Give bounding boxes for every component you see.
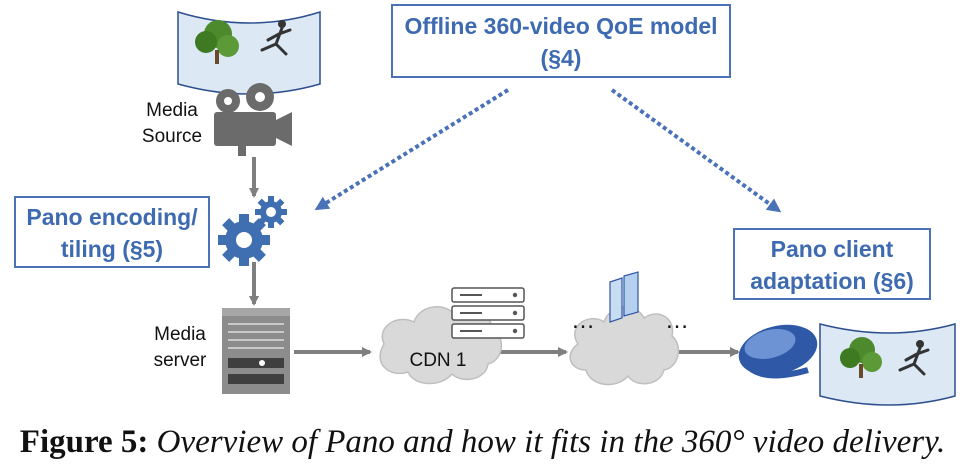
caption-figure-number: Figure 5: (19, 424, 149, 460)
arrow-qoe-to-encoding (314, 88, 510, 211)
network-cloud-icon (569, 306, 680, 386)
caption-text: Overview of Pano and how it fits in the … (156, 424, 946, 460)
qoe-model-box: Offline 360-video QoE model (§4) (391, 4, 731, 78)
rack-servers-icon (451, 287, 525, 339)
vr-headset-icon (738, 324, 818, 379)
media-server-label: Media server (140, 322, 220, 374)
client-line1: Pano client (770, 236, 894, 262)
encoding-line1: Pano encoding/ (26, 204, 198, 230)
figure-caption: Figure 5: Overview of Pano and how it fi… (0, 424, 965, 461)
encoding-box: Pano encoding/ tiling (§5) (14, 196, 210, 268)
media-source-label: Media Source (132, 98, 212, 150)
qoe-model-line2: (§4) (540, 45, 582, 71)
client-adaptation-box: Pano client adaptation (§6) (733, 228, 931, 300)
encoding-line2: tiling (§5) (60, 236, 164, 262)
arrow-qoe-to-client (610, 88, 782, 213)
video-tiles-icon (609, 271, 639, 323)
cdn-label: CDN 1 (409, 350, 467, 371)
panorama-right-icon (819, 323, 956, 406)
gears-icon (218, 196, 287, 266)
panorama-top-icon (177, 10, 321, 95)
server-tower-icon (222, 308, 290, 394)
media-server-line2: server (153, 350, 207, 371)
media-server-line1: Media (154, 324, 206, 345)
client-line2: adaptation (§6) (750, 268, 914, 294)
media-source-line1: Media (146, 100, 198, 121)
media-source-line2: Source (141, 126, 203, 147)
qoe-model-line1: Offline 360-video QoE model (404, 13, 718, 39)
film-camera-icon (214, 83, 292, 156)
ellipsis-right: … (665, 307, 689, 334)
ellipsis-left: … (571, 307, 595, 334)
